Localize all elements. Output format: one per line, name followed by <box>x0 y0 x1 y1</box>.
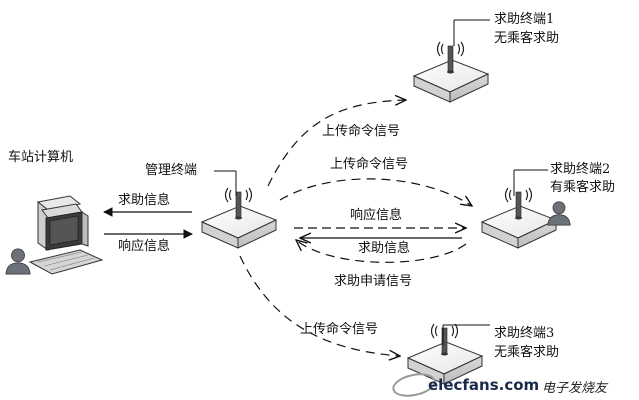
manager-terminal-icon <box>201 187 277 249</box>
station-computer-label: 车站计算机 <box>8 150 74 165</box>
help-info-to-pc-label: 求助信息 <box>118 193 171 208</box>
upload-cmd-2-arrow <box>279 178 472 206</box>
terminal2-name: 求助终端2 <box>550 162 611 177</box>
response-from-pc-label: 响应信息 <box>118 239 171 254</box>
terminal2-icon <box>481 187 557 249</box>
upload-cmd-1-label: 上传命令信号 <box>322 124 401 139</box>
upload-cmd-3-arrow <box>239 255 400 356</box>
watermark-cn: 电子发烧友 <box>542 381 608 396</box>
upload-cmd-3-label: 上传命令信号 <box>300 322 379 337</box>
terminal3-name: 求助终端3 <box>494 326 555 341</box>
help-info-from-t2-label: 求助信息 <box>358 241 411 256</box>
elecfans-watermark: elecfans.com 电子发烧友 <box>390 369 632 400</box>
terminal1-icon <box>413 41 489 103</box>
response-to-t2-label: 响应信息 <box>350 208 403 223</box>
help-request-label: 求助申请信号 <box>334 274 413 289</box>
passenger-person-icon <box>547 201 571 226</box>
station-computer-icon <box>28 195 104 275</box>
manager-terminal-label: 管理终端 <box>145 163 198 178</box>
terminal3-status: 无乘客求助 <box>494 345 560 360</box>
watermark-site: elecfans.com <box>428 376 540 394</box>
terminal1-status: 无乘客求助 <box>494 31 560 46</box>
terminal2-status: 有乘客求助 <box>550 180 616 195</box>
operator-person-icon <box>5 248 31 275</box>
upload-cmd-1-arrow <box>267 100 406 187</box>
help-request-arrow <box>296 240 467 263</box>
upload-cmd-2-label: 上传命令信号 <box>330 157 409 172</box>
terminal1-name: 求助终端1 <box>494 12 555 27</box>
